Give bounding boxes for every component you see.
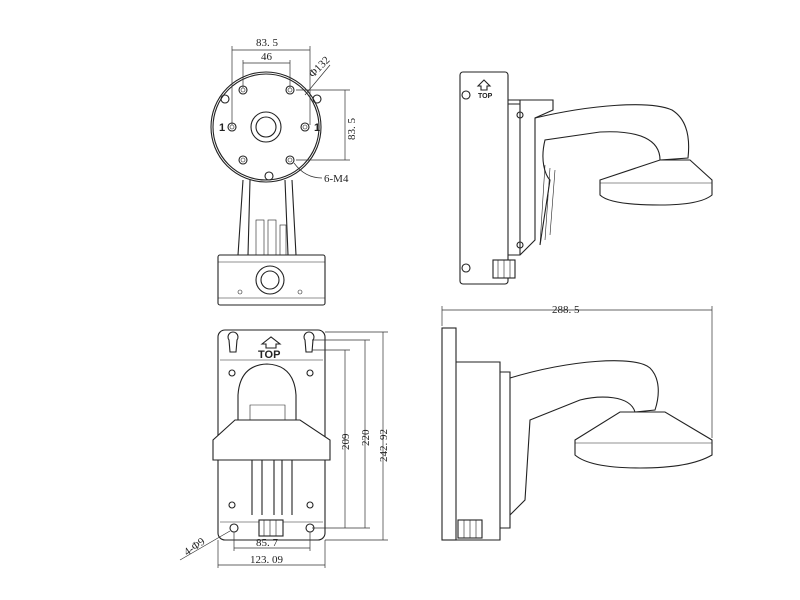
dim-85-label: 85. 7 [256, 537, 279, 549]
dim-209-label: 209 [340, 433, 352, 450]
dim-123-label: 123. 09 [250, 554, 284, 566]
hole-label-front: 4-Φ9 [182, 535, 208, 558]
top-label-front: TOP [258, 349, 280, 361]
top-plate-view: 83. 5 46 Φ132 83. 5 1 1 6-M4 [210, 37, 358, 306]
screw-holes [220, 85, 322, 181]
hole-label-left: 1 [219, 122, 225, 134]
front-view: TOP 209 220 242. 92 85. 7 123. 09 4-Φ9 [179, 329, 390, 568]
dim-inner-label: 46 [261, 51, 273, 63]
screw-label: 6-M4 [324, 173, 349, 185]
dim-length-label: 288. 5 [552, 304, 580, 316]
side-view-bottom: 288. 5 [441, 304, 713, 541]
dim-height-label: 83. 5 [346, 118, 358, 141]
dim-220-label: 220 [360, 429, 372, 446]
dim-242-label: 242. 92 [378, 429, 390, 462]
hole-label-right: 1 [314, 122, 320, 134]
dim-width-label: 83. 5 [256, 37, 279, 49]
side-view-top: TOP [459, 71, 713, 285]
top-label-side: TOP [478, 93, 493, 100]
